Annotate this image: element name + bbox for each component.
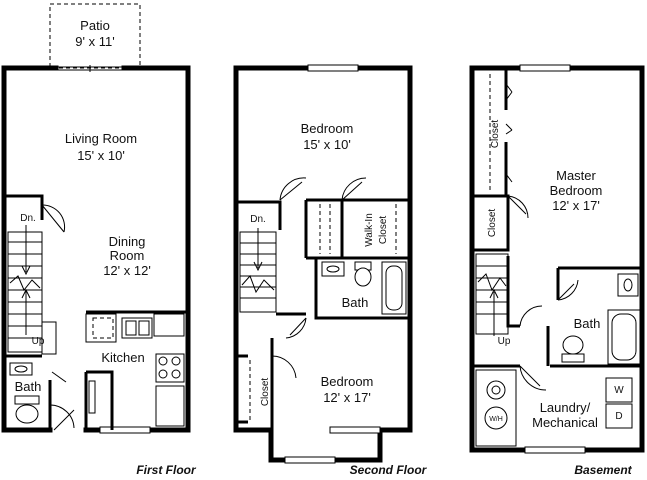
master-bedroom-label: Master: [556, 168, 596, 183]
dryer-label: D: [615, 411, 622, 422]
first-floor-caption: First Floor: [136, 463, 197, 477]
patio-label: Patio: [80, 18, 110, 33]
second-bath-label: Bath: [342, 295, 369, 310]
washer-label: W: [614, 385, 624, 396]
second-stair-down-label: Dn.: [250, 214, 266, 225]
second-bedroom-1-label: Bedroom: [301, 121, 354, 136]
walkin-closet-label: Walk-In: [364, 213, 375, 247]
basement-caption: Basement: [574, 463, 632, 477]
laundry-label-2: Mechanical: [532, 415, 598, 430]
dining-room-label-2: Room: [110, 248, 145, 263]
window: [99, 426, 151, 434]
basement-outer-wall: [469, 65, 645, 453]
basement-plan: Closet Closet Up Bath: [469, 64, 645, 477]
second-floor-caption: Second Floor: [350, 463, 428, 477]
master-bedroom-size: 12' x 17': [552, 198, 600, 213]
second-floor-plan: Dn. Walk-In Closet Bath Closet Bedroom 1…: [233, 64, 428, 477]
dining-room-size: 12' x 12': [103, 263, 151, 278]
basement-stair-up-label: Up: [498, 336, 511, 347]
first-floor-plan: Patio 9' x 11' Dn. Up: [1, 3, 197, 477]
stair-up-label: Up: [32, 336, 45, 347]
laundry-label: Laundry/: [540, 400, 591, 415]
living-room-size: 15' x 10': [77, 148, 125, 163]
dining-room-label: Dining: [109, 234, 146, 249]
walkin-closet-label-2: Closet: [378, 216, 389, 245]
first-bath-label: Bath: [15, 379, 42, 394]
living-room-label: Living Room: [65, 131, 137, 146]
kitchen-label: Kitchen: [101, 350, 144, 365]
patio-outline: [49, 3, 141, 69]
basement-closet-top-label: Closet: [490, 120, 501, 149]
stair-down-label: Dn.: [20, 213, 36, 224]
patio-size: 9' x 11': [75, 34, 114, 49]
master-bedroom-label-2: Bedroom: [550, 183, 603, 198]
basement-closet-side-label: Closet: [487, 209, 498, 238]
second-bedroom-2-size: 12' x 17': [323, 390, 371, 405]
basement-bath-label: Bath: [574, 316, 601, 331]
second-bedroom-2-label: Bedroom: [321, 374, 374, 389]
second-bedroom-1-size: 15' x 10': [303, 137, 351, 152]
water-heater-label: W/H: [489, 416, 503, 423]
second-closet-label: Closet: [260, 378, 271, 407]
